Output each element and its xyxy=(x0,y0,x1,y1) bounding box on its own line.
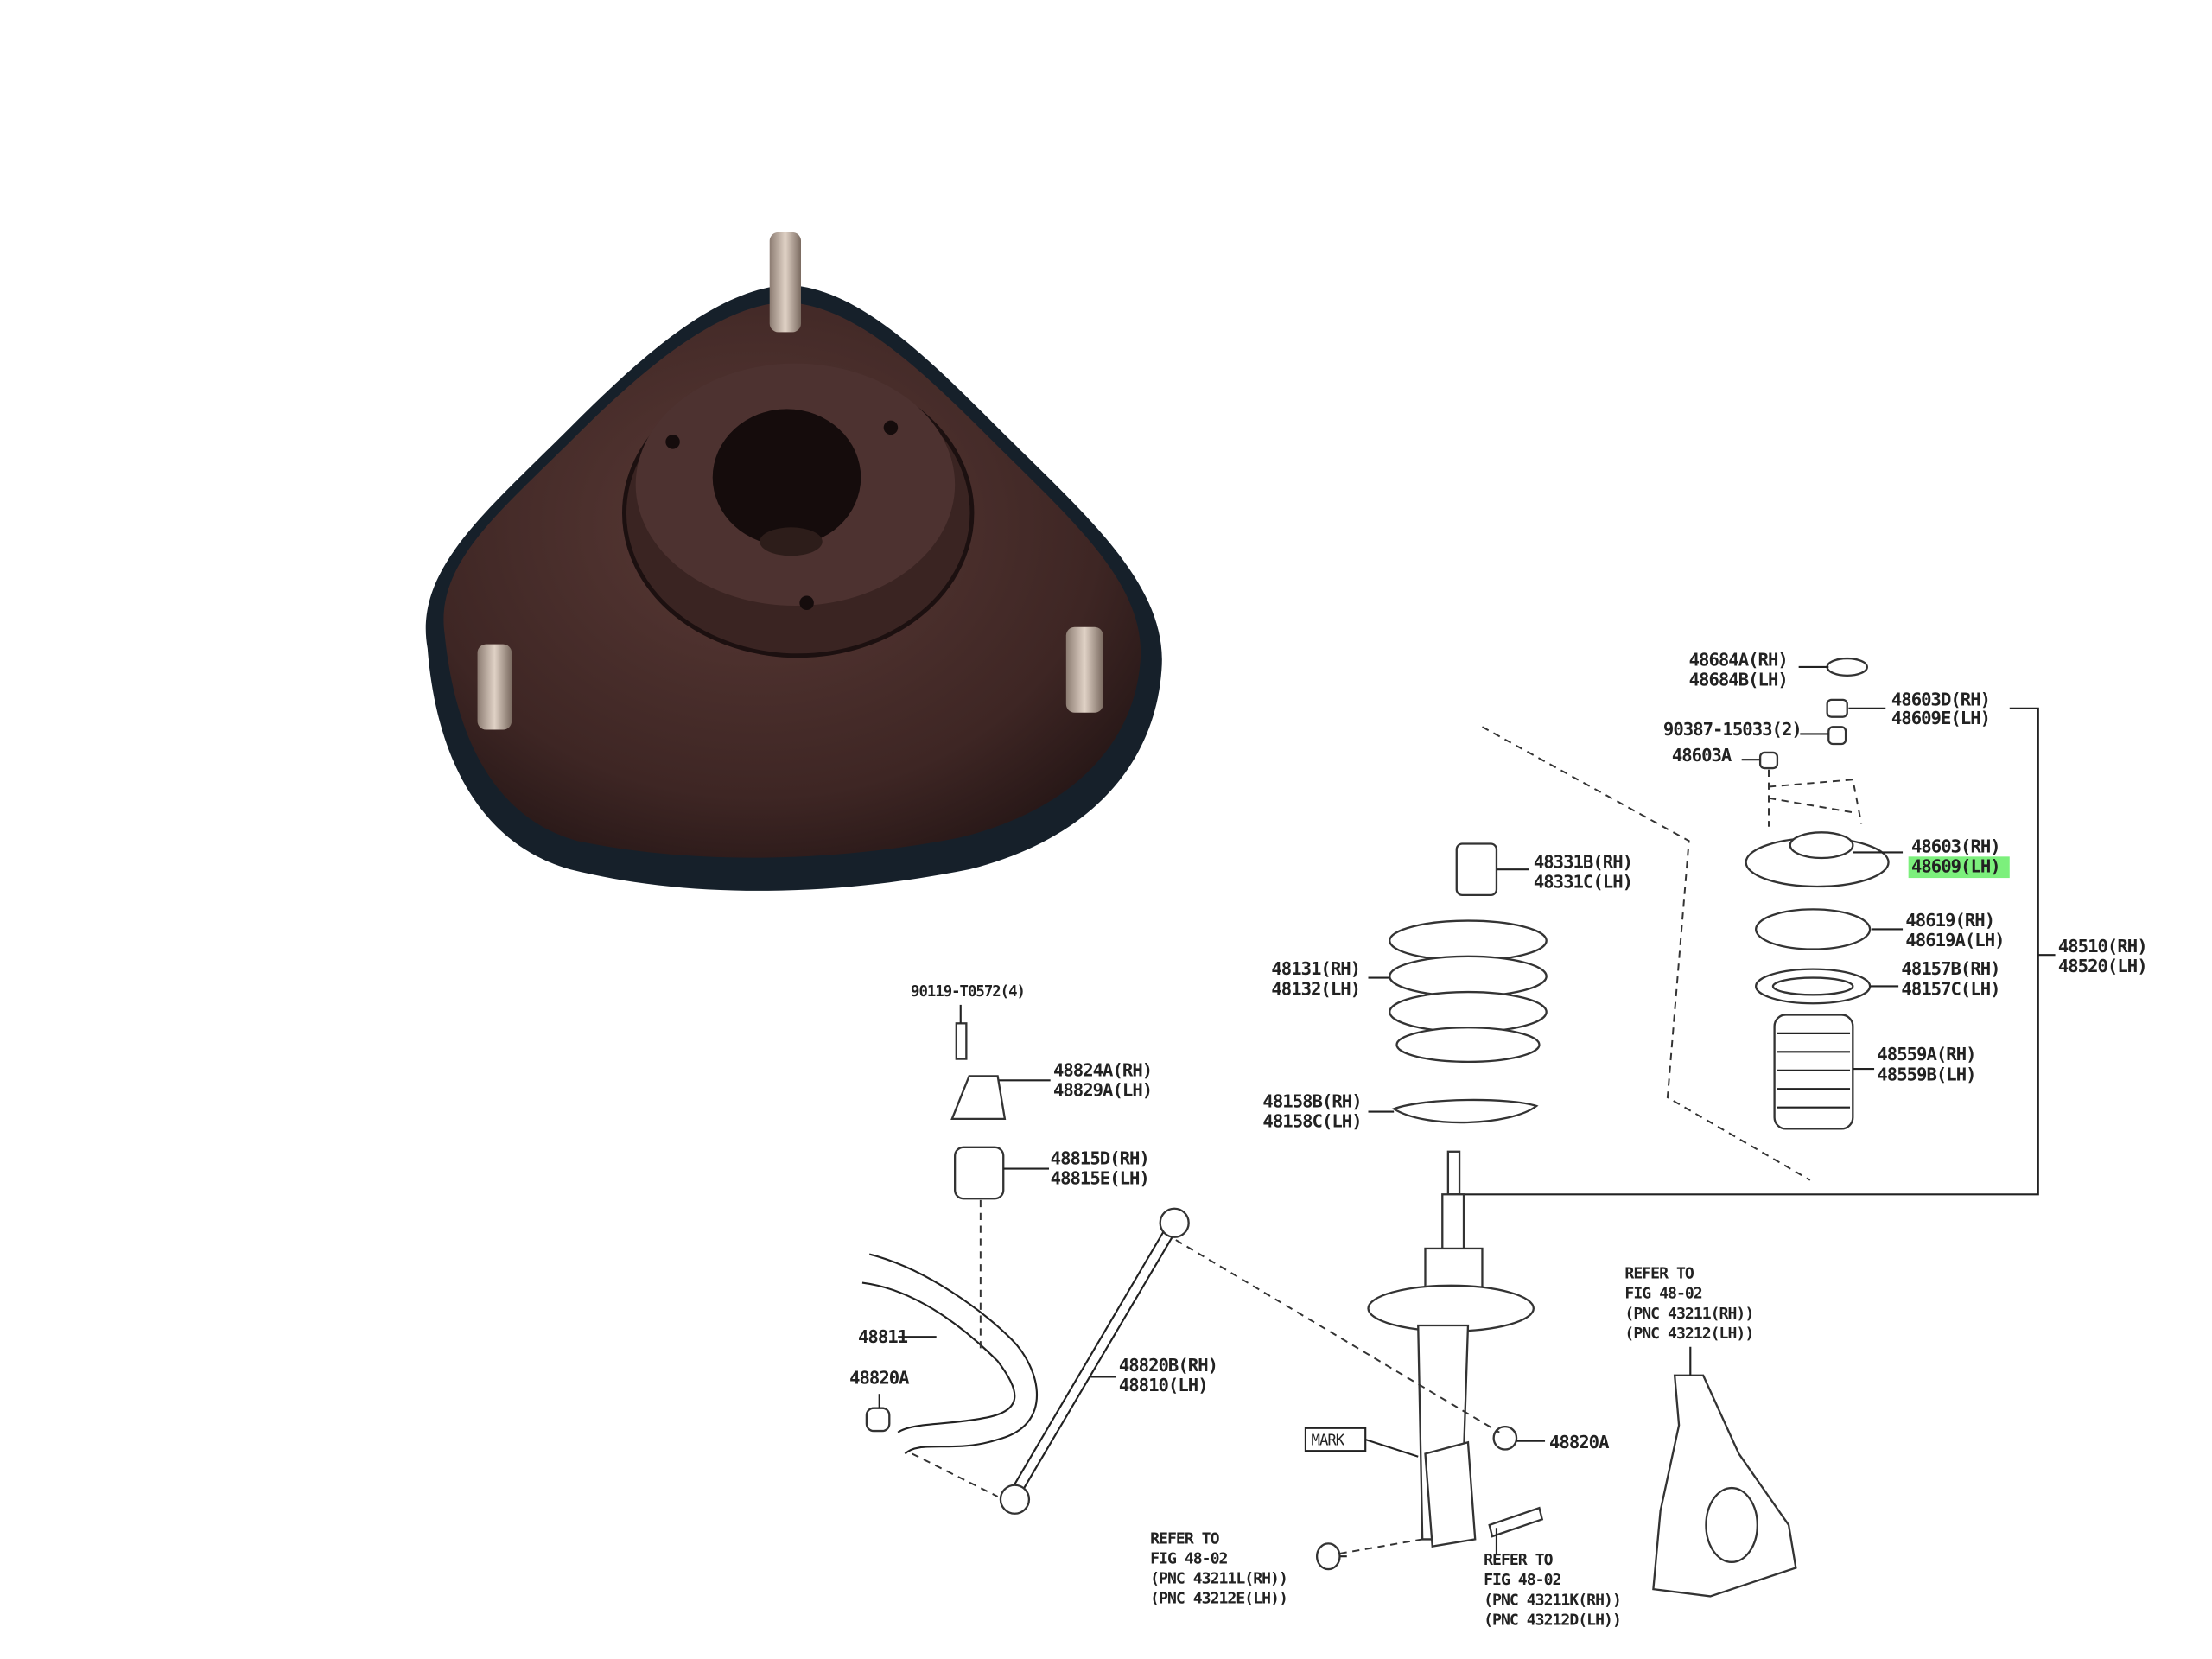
knuckle-ref-line-1: REFER TO xyxy=(1624,1265,1694,1283)
label-90387: 90387-15033(2) xyxy=(1663,719,1802,740)
label-48810: 48810(LH) xyxy=(1119,1375,1208,1395)
coil-spring-drawing xyxy=(1389,919,1548,1064)
label-48619: 48619(RH) xyxy=(1905,910,1994,931)
label-48158c: 48158C(LH) xyxy=(1262,1111,1361,1132)
mark-label: MARK xyxy=(1312,1433,1345,1450)
label-48603d: 48603D(RH) xyxy=(1891,689,1990,709)
label-48158b: 48158B(RH) xyxy=(1262,1091,1361,1112)
knuckle-ref-line-3: (PNC 43211(RH)) xyxy=(1624,1305,1753,1323)
label-48603: 48603(RH) xyxy=(1911,836,2000,856)
label-48510: 48510(RH) xyxy=(2058,936,2147,957)
ref-right-line-3: (PNC 43211K(RH)) xyxy=(1484,1591,1621,1609)
label-48619a: 48619A(LH) xyxy=(1905,930,2004,950)
label-90119: 90119-T0572(4) xyxy=(911,983,1025,1001)
label-48684a: 48684A(RH) xyxy=(1689,649,1788,670)
ref-right-line-4: (PNC 43212D(LH)) xyxy=(1484,1611,1621,1629)
part-labels: 48684A(RH) 48684B(LH) 48603D(RH) 48609E(… xyxy=(849,649,2148,1629)
label-48331c: 48331C(LH) xyxy=(1534,872,1632,893)
label-48157b: 48157B(RH) xyxy=(1901,958,1999,979)
knuckle-ref-line-4: (PNC 43212(LH)) xyxy=(1624,1325,1753,1343)
highlight-box xyxy=(1908,856,2010,879)
strut-mount-photo xyxy=(425,232,1162,891)
ref-right-line-1: REFER TO xyxy=(1484,1551,1553,1569)
ref-left-line-4: (PNC 43212E(LH)) xyxy=(1150,1590,1287,1608)
parts-diagram xyxy=(861,657,2056,1598)
knuckle-ref-line-2: FIG 48-02 xyxy=(1624,1285,1701,1303)
ref-left-line-3: (PNC 43211L(RH)) xyxy=(1150,1570,1287,1588)
label-48824a: 48824A(RH) xyxy=(1053,1059,1152,1080)
label-48815e: 48815E(LH) xyxy=(1051,1168,1149,1189)
label-48815d: 48815D(RH) xyxy=(1051,1148,1149,1169)
label-48132: 48132(LH) xyxy=(1271,978,1360,999)
ref-left-line-2: FIG 48-02 xyxy=(1150,1549,1227,1567)
label-48820b: 48820B(RH) xyxy=(1119,1355,1217,1376)
label-48829a: 48829A(LH) xyxy=(1053,1079,1152,1100)
label-48609-highlighted: 48609(LH) xyxy=(1911,855,2000,876)
label-48520: 48520(LH) xyxy=(2058,956,2147,976)
label-48820a-left: 48820A xyxy=(849,1368,910,1389)
label-48559b: 48559B(LH) xyxy=(1877,1064,1975,1084)
ref-left-line-1: REFER TO xyxy=(1150,1529,1219,1548)
ref-right-line-2: FIG 48-02 xyxy=(1484,1571,1560,1589)
stud-top xyxy=(769,232,802,333)
label-48820a-right: 48820A xyxy=(1549,1432,1610,1452)
label-48331b: 48331B(RH) xyxy=(1534,852,1632,873)
stud-right xyxy=(1065,626,1103,713)
label-48559a: 48559A(RH) xyxy=(1877,1044,1975,1065)
label-48609e: 48609E(LH) xyxy=(1891,708,1990,728)
label-48157c: 48157C(LH) xyxy=(1901,978,1999,999)
stud-left xyxy=(477,644,512,730)
label-48603a: 48603A xyxy=(1672,745,1732,766)
label-48684b: 48684B(LH) xyxy=(1689,669,1788,690)
label-48131: 48131(RH) xyxy=(1271,958,1360,979)
label-48811: 48811 xyxy=(858,1326,908,1347)
